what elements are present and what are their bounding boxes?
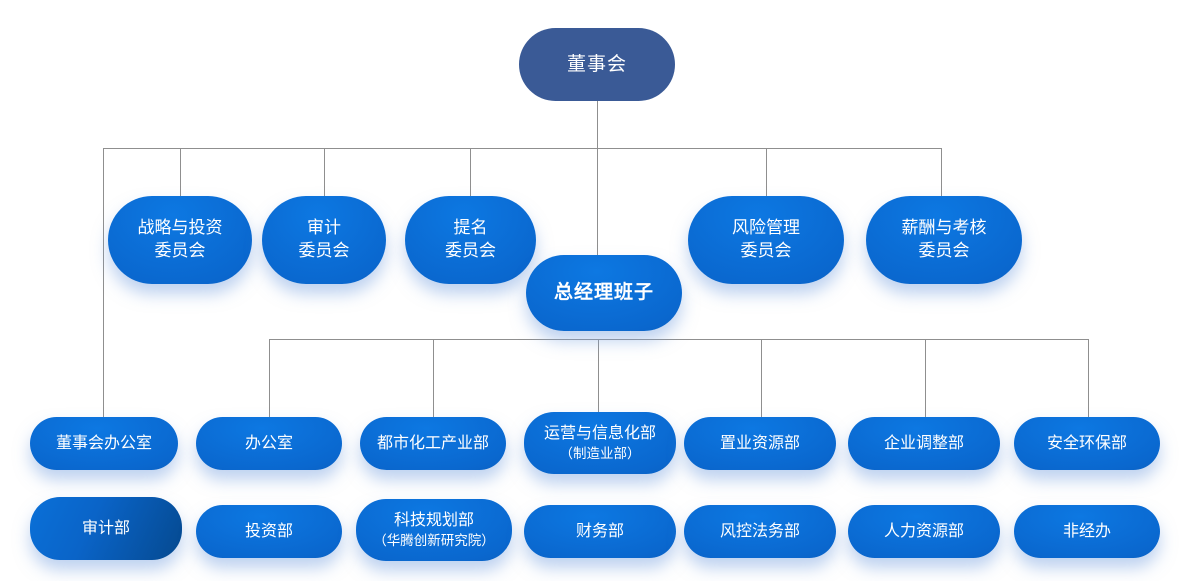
node-board-office: 董事会办公室	[30, 417, 178, 470]
node-strategy-investment-committee: 战略与投资 委员会	[108, 196, 252, 284]
node-label: 科技规划部	[393, 512, 474, 530]
node-nomination-committee: 提名 委员会	[405, 196, 536, 284]
node-technology-planning-dept: 科技规划部 （华腾创新研究院）	[356, 499, 512, 561]
node-office: 办公室	[196, 417, 342, 470]
node-label: 财务部	[575, 522, 624, 540]
node-label-line2: （华腾创新研究院）	[373, 532, 495, 548]
node-label: 风险管理	[732, 218, 800, 238]
connector-line-committee-2	[324, 148, 325, 196]
node-label: 都市化工产业部	[376, 434, 489, 452]
node-human-resources-dept: 人力资源部	[848, 505, 1000, 558]
node-label: 投资部	[244, 522, 293, 540]
node-label: 置业资源部	[719, 434, 800, 452]
node-risk-control-legal-dept: 风控法务部	[684, 505, 836, 558]
connector-line-dept-1	[269, 339, 270, 417]
node-label: 薪酬与考核	[901, 218, 987, 238]
node-label: 提名	[453, 218, 488, 238]
node-label: 董事会	[566, 53, 627, 75]
node-audit-dept: 审计部	[30, 497, 182, 560]
connector-line-level2	[269, 339, 1088, 340]
node-non-operating-office: 非经办	[1014, 505, 1160, 558]
node-audit-committee: 审计 委员会	[262, 196, 386, 284]
connector-line-committee-4	[766, 148, 767, 196]
node-label: 总经理班子	[553, 282, 654, 304]
node-board-of-directors: 董事会	[519, 28, 675, 101]
node-compensation-assessment-committee: 薪酬与考核 委员会	[866, 196, 1022, 284]
connector-line-dept-5	[925, 339, 926, 417]
node-urban-chemical-industry-dept: 都市化工产业部	[360, 417, 506, 470]
connector-line-committee-1	[180, 148, 181, 196]
node-label: 安全环保部	[1046, 434, 1127, 452]
node-label: 审计	[307, 218, 341, 238]
node-label-line2: 委员会	[298, 241, 350, 260]
node-general-manager-team: 总经理班子	[526, 255, 682, 331]
node-label: 人力资源部	[883, 522, 964, 540]
node-label-line2: 委员会	[918, 241, 970, 260]
node-label: 办公室	[244, 434, 293, 452]
node-enterprise-adjustment-dept: 企业调整部	[848, 417, 1000, 470]
node-label: 董事会办公室	[55, 434, 152, 452]
node-label: 风控法务部	[719, 522, 800, 540]
node-label-line2: （制造业部）	[559, 445, 641, 461]
connector-line-committee-5	[941, 148, 942, 196]
connector-line-dept-6	[1088, 339, 1089, 417]
connector-line-dept-3	[598, 339, 599, 413]
node-label: 审计部	[81, 519, 130, 537]
connector-line-level1	[103, 148, 942, 149]
node-label: 战略与投资	[137, 218, 223, 238]
node-label: 非经办	[1062, 522, 1111, 540]
node-label: 企业调整部	[883, 434, 964, 452]
node-risk-management-committee: 风险管理 委员会	[688, 196, 844, 284]
connector-line-board-to-gm	[597, 101, 598, 255]
node-label-line2: 委员会	[445, 241, 496, 260]
node-safety-environment-dept: 安全环保部	[1014, 417, 1160, 470]
node-label: 运营与信息化部	[543, 425, 656, 443]
node-investment-dept: 投资部	[196, 505, 342, 558]
node-label-line2: 委员会	[154, 241, 206, 260]
node-label-line2: 委员会	[740, 241, 792, 260]
connector-line-left-drop	[103, 148, 104, 418]
node-operations-informatization-dept: 运营与信息化部 （制造业部）	[524, 412, 676, 474]
connector-line-dept-4	[761, 339, 762, 417]
connector-line-committee-3	[470, 148, 471, 196]
connector-line-dept-2	[433, 339, 434, 417]
node-property-resources-dept: 置业资源部	[684, 417, 836, 470]
node-finance-dept: 财务部	[524, 505, 676, 558]
